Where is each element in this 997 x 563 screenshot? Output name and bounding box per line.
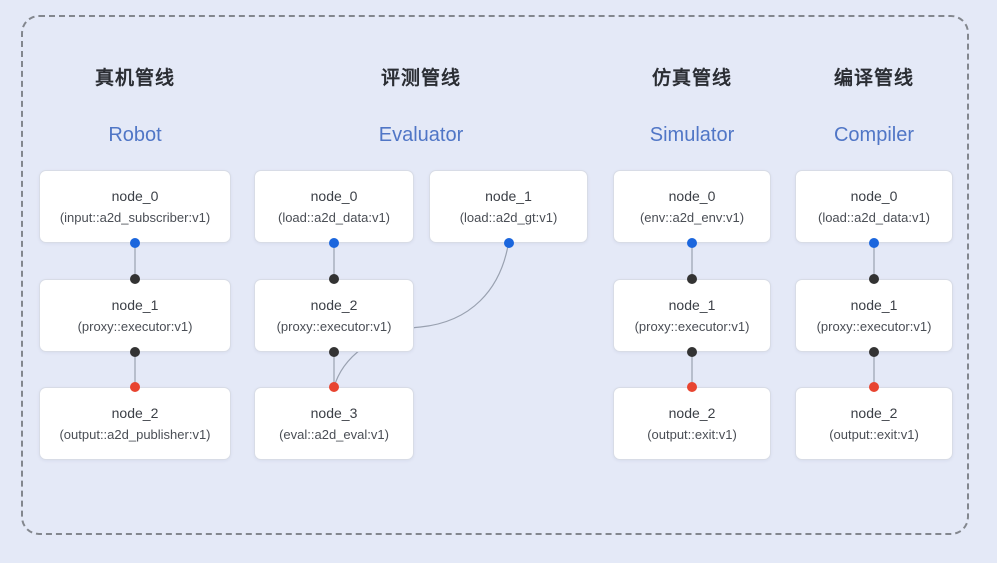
node-box-evaluator-3: node_3(eval::a2d_eval:v1) (254, 387, 414, 460)
red-port-dot (869, 382, 879, 392)
blue-port-dot (687, 238, 697, 248)
node-subtitle: (proxy::executor:v1) (816, 318, 932, 334)
node-box-evaluator-2: node_2(proxy::executor:v1) (254, 279, 414, 352)
edge-evaluator-1-3 (333, 242, 510, 388)
node-title: node_3 (310, 404, 358, 421)
node-title: node_0 (111, 187, 159, 204)
red-port-dot (130, 382, 140, 392)
node-title: node_2 (850, 404, 898, 421)
black-port-dot (329, 274, 339, 284)
node-title: node_1 (668, 296, 716, 313)
node-box-evaluator-0: node_0(load::a2d_data:v1) (254, 170, 414, 243)
black-port-dot (130, 274, 140, 284)
node-title: node_1 (111, 296, 159, 313)
node-title: node_2 (111, 404, 159, 421)
pipeline-title-cn-simulator: 仿真管线 (651, 68, 733, 89)
node-title: node_1 (485, 187, 532, 204)
pipeline-title-en-compiler: Compiler (833, 124, 915, 146)
node-box-simulator-1: node_1(proxy::executor:v1) (613, 279, 771, 352)
node-subtitle: (output::a2d_publisher:v1) (59, 426, 211, 442)
black-port-dot (130, 347, 140, 357)
node-title: node_0 (668, 187, 716, 204)
pipeline-title-en-robot: Robot (108, 124, 162, 146)
node-subtitle: (load::a2d_data:v1) (817, 209, 931, 225)
node-subtitle: (eval::a2d_eval:v1) (279, 426, 389, 442)
pipeline-title-en-simulator: Simulator (649, 124, 735, 146)
pipeline-title-cn-evaluator: 评测管线 (380, 68, 462, 89)
black-port-dot (687, 347, 697, 357)
node-subtitle: (load::a2d_data:v1) (277, 209, 391, 225)
red-port-dot (329, 382, 339, 392)
node-subtitle: (proxy::executor:v1) (634, 318, 750, 334)
node-subtitle: (env::a2d_env:v1) (639, 209, 745, 225)
black-port-dot (869, 274, 879, 284)
node-box-compiler-2: node_2(output::exit:v1) (795, 387, 953, 460)
node-subtitle: (output::exit:v1) (829, 426, 919, 442)
node-box-simulator-0: node_0(env::a2d_env:v1) (613, 170, 771, 243)
black-port-dot (329, 347, 339, 357)
pipeline-title-cn-compiler: 编译管线 (833, 68, 915, 89)
blue-port-dot (869, 238, 879, 248)
node-box-robot-1: node_1(proxy::executor:v1) (39, 279, 231, 352)
node-title: node_2 (310, 296, 358, 313)
node-title: node_0 (850, 187, 898, 204)
node-title: node_0 (310, 187, 358, 204)
node-title: node_1 (850, 296, 898, 313)
node-title: node_2 (668, 404, 716, 421)
node-subtitle: (proxy::executor:v1) (77, 318, 193, 334)
node-subtitle: (load::a2d_gt:v1) (459, 209, 558, 225)
blue-port-dot (329, 238, 339, 248)
node-box-simulator-2: node_2(output::exit:v1) (613, 387, 771, 460)
node-box-compiler-1: node_1(proxy::executor:v1) (795, 279, 953, 352)
pipeline-title-cn-robot: 真机管线 (94, 68, 176, 89)
black-port-dot (687, 274, 697, 284)
node-box-compiler-0: node_0(load::a2d_data:v1) (795, 170, 953, 243)
node-subtitle: (output::exit:v1) (647, 426, 737, 442)
pipeline-title-en-evaluator: Evaluator (378, 124, 464, 146)
blue-port-dot (503, 238, 514, 248)
node-box-evaluator-1: node_1(load::a2d_gt:v1) (429, 170, 588, 243)
blue-port-dot (130, 238, 140, 248)
node-box-robot-0: node_0(input::a2d_subscriber:v1) (39, 170, 231, 243)
node-subtitle: (input::a2d_subscriber:v1) (59, 209, 211, 225)
node-subtitle: (proxy::executor:v1) (276, 318, 392, 334)
black-port-dot (869, 347, 879, 357)
node-box-robot-2: node_2(output::a2d_publisher:v1) (39, 387, 231, 460)
dashed-frame (21, 15, 969, 535)
red-port-dot (687, 382, 697, 392)
